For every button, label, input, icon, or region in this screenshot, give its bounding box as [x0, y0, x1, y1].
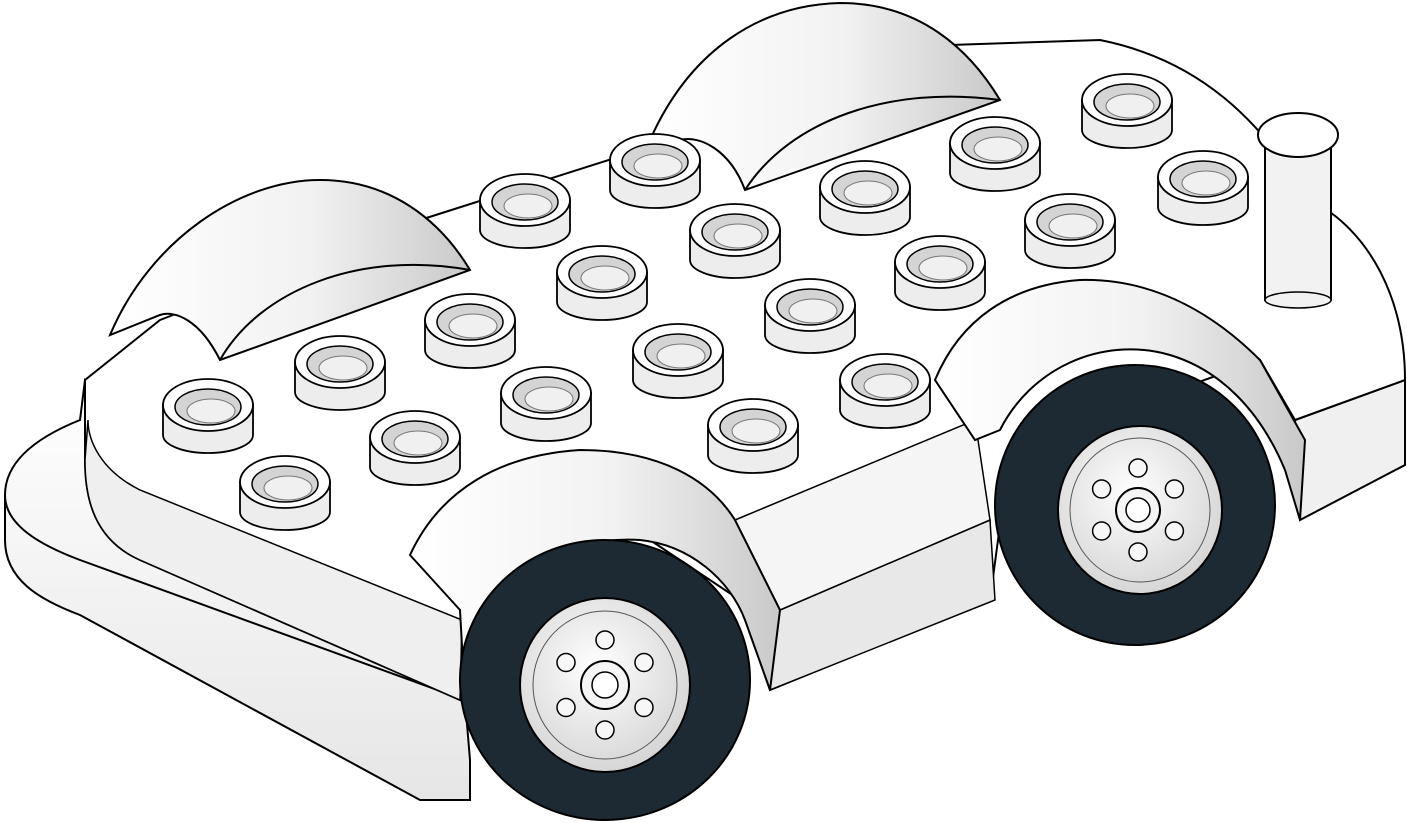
stud: [1081, 73, 1173, 149]
stud: [609, 133, 701, 209]
stud: [894, 235, 986, 311]
lug-hole: [595, 720, 615, 740]
lug-hole: [1091, 479, 1112, 499]
front-seat: [108, 178, 472, 362]
stud: [500, 366, 592, 442]
stud: [369, 410, 461, 486]
lug-hole: [556, 652, 576, 673]
lug-hole: [1128, 542, 1148, 562]
stud: [839, 353, 931, 429]
rear-fender: [933, 278, 1307, 521]
wheel-lugs: [556, 458, 1185, 740]
stud: [1157, 150, 1249, 226]
stud: [707, 398, 799, 474]
stud: [162, 378, 254, 454]
stud: [949, 116, 1041, 192]
lug-hole: [1164, 521, 1185, 541]
stud: [1024, 193, 1116, 269]
lug-hole: [634, 652, 654, 673]
stud-grid: [162, 73, 1249, 531]
lug-hole: [1164, 479, 1185, 499]
lug-hole: [634, 697, 654, 718]
stud: [424, 293, 516, 369]
lug-hole: [1091, 521, 1112, 541]
stud: [294, 335, 386, 411]
lug-hole: [1128, 458, 1148, 478]
stud: [632, 323, 724, 399]
front-wheel: [459, 539, 751, 821]
rear-seat: [648, 1, 1002, 192]
stud: [239, 455, 331, 531]
rear-wheel: [994, 364, 1276, 646]
lug-hole: [595, 630, 615, 650]
exhaust-pipe: [1257, 112, 1339, 309]
stud: [819, 160, 911, 236]
stud: [556, 245, 648, 321]
stud: [479, 173, 571, 249]
stud: [689, 203, 781, 279]
lug-hole: [556, 697, 576, 718]
stud: [764, 278, 856, 354]
